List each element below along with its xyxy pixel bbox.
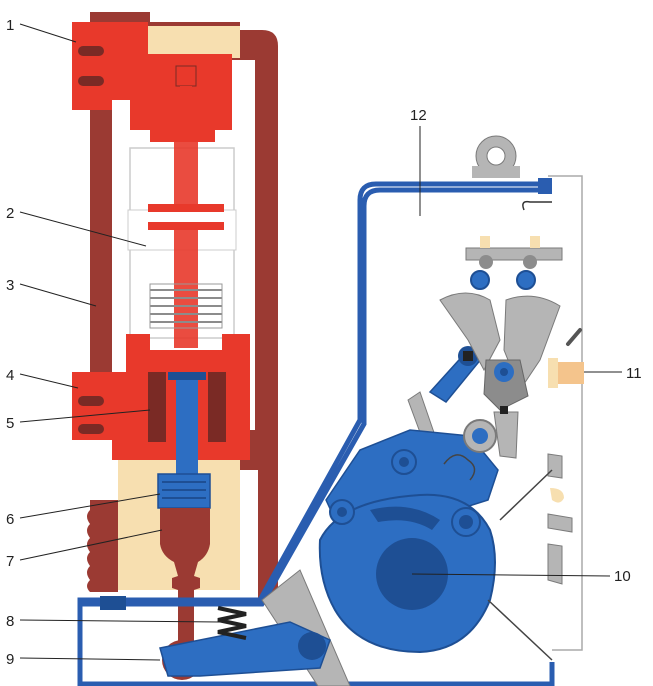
mounting-block (100, 596, 126, 610)
opening-spring (217, 606, 247, 640)
bellows (149, 283, 223, 329)
lifting-eye-base (472, 166, 520, 178)
callout-1: 1 (6, 17, 14, 34)
ribbed-insulator (87, 500, 118, 592)
auxiliary-lever (566, 328, 582, 346)
flexible-connector-right (208, 372, 226, 442)
guide-line-lower (487, 599, 553, 661)
frame-bottom (80, 662, 555, 686)
small-hook (522, 200, 552, 211)
mechanism-frame (77, 175, 583, 686)
link-pin (298, 632, 326, 660)
callouts: 1 2 3 4 5 6 7 8 9 10 11 12 (6, 17, 642, 668)
leader-7 (19, 529, 163, 561)
callout-8: 8 (6, 613, 14, 630)
bracket-stud-left (480, 236, 490, 248)
right-tab-2 (547, 513, 573, 533)
latch-roller-right (516, 270, 536, 290)
callout-3: 3 (6, 277, 14, 294)
terminal-slot-low-1 (78, 396, 104, 406)
leader-2 (19, 211, 147, 247)
callout-6: 6 (6, 511, 14, 528)
top-bolt-stem (180, 86, 192, 134)
trip-latch-lever (493, 411, 519, 459)
leader-5 (19, 409, 151, 423)
callout-11: 11 (626, 365, 642, 382)
leader-10 (411, 573, 611, 577)
callout-4: 4 (6, 367, 14, 384)
cream-knob (550, 488, 564, 503)
callout-9: 9 (6, 651, 14, 668)
flexible-connector (148, 372, 166, 442)
pole-assembly (72, 12, 278, 680)
frame-outline (77, 181, 548, 686)
side-panel (548, 175, 583, 651)
leader-9 (19, 657, 161, 661)
trip-spring-wire (443, 454, 476, 481)
bracket-stud-right (530, 236, 540, 248)
operating-mechanism (159, 135, 584, 686)
terminal-slot-top-1 (78, 46, 104, 56)
bracket-pin-right (523, 255, 537, 269)
fixed-contact-stem (174, 140, 198, 210)
leader-1 (19, 23, 77, 43)
leader-4 (19, 373, 79, 389)
callout-10: 10 (614, 568, 631, 585)
terminal-slot-low-2 (78, 424, 104, 434)
frame-cap (538, 178, 552, 194)
leader-3 (19, 283, 97, 307)
guide-line-upper (499, 469, 553, 521)
auxiliary-contact (552, 362, 584, 384)
top-bolt (175, 65, 197, 87)
right-tab-1 (547, 453, 563, 479)
callout-12: 12 (410, 107, 427, 124)
leader-6 (19, 493, 161, 519)
drive-link (159, 621, 331, 677)
moving-contact-stem (174, 228, 198, 348)
drive-rod (176, 376, 198, 476)
leader-8 (19, 619, 221, 623)
auxiliary-contact-slot (548, 358, 558, 388)
drive-rod-cap (168, 372, 206, 380)
latch-roller-left (470, 270, 490, 290)
callout-5: 5 (6, 415, 14, 432)
moving-contact-plate (148, 222, 224, 230)
fixed-contact-plate (148, 204, 224, 212)
insulating-push-rod (160, 508, 210, 664)
bracket-pin-left (479, 255, 493, 269)
right-tab-3 (547, 543, 563, 585)
callout-7: 7 (6, 553, 14, 570)
terminal-slot-top-2 (78, 76, 104, 86)
callout-2: 2 (6, 205, 14, 222)
top-insert (148, 26, 240, 58)
cam-cutout (370, 506, 440, 530)
